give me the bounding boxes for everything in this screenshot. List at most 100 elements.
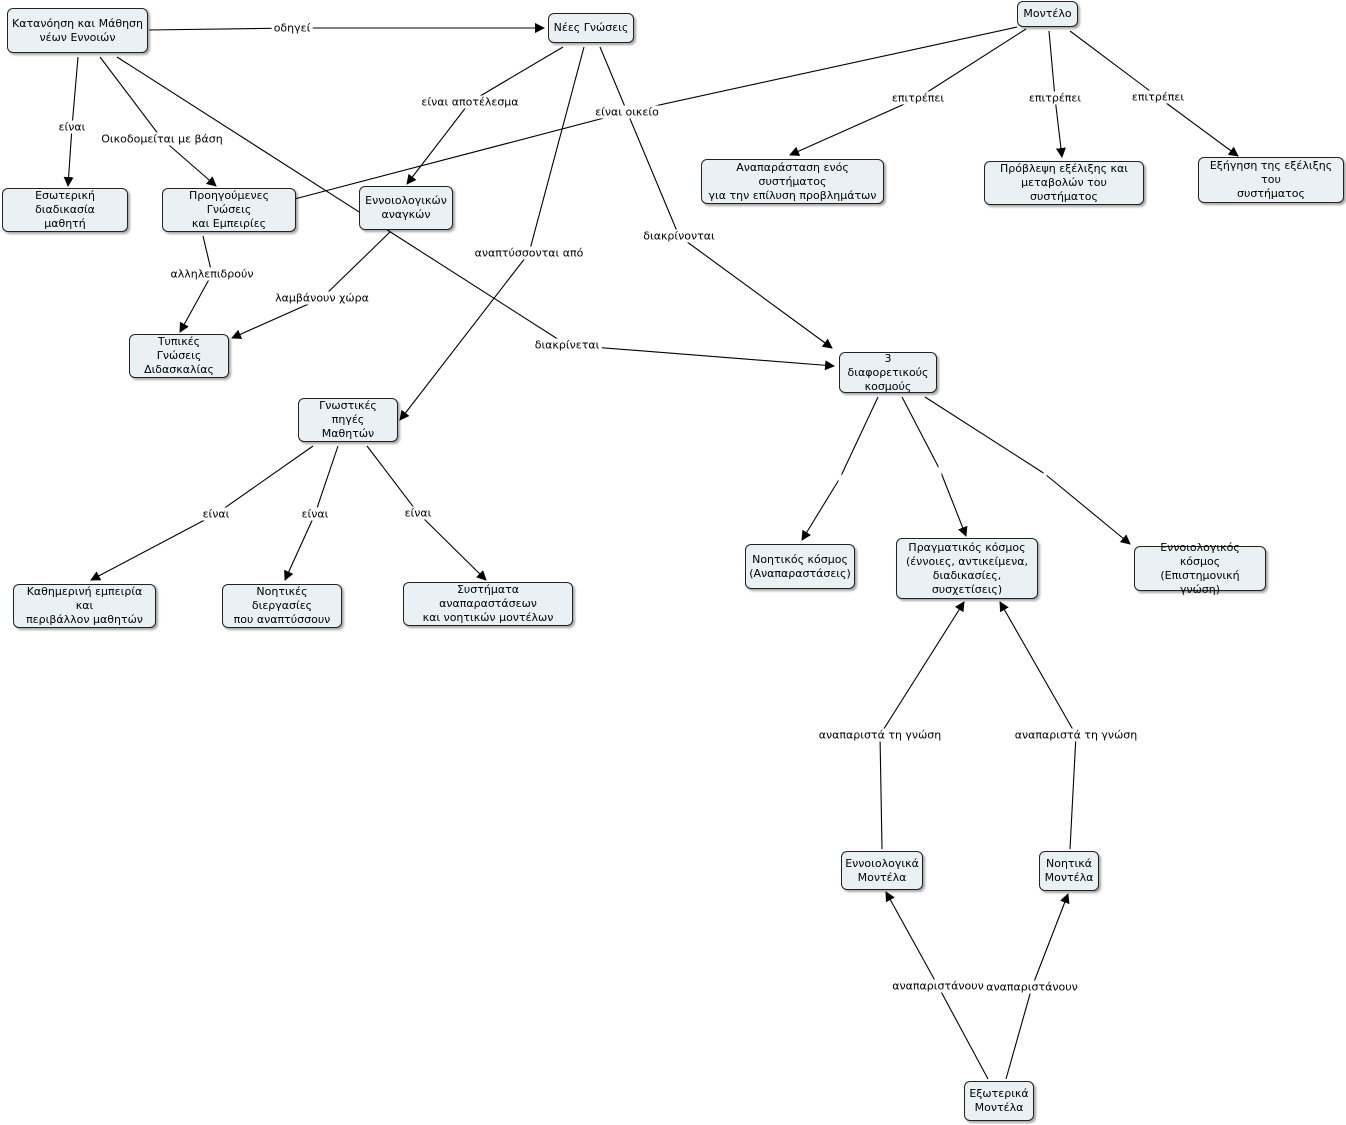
link-line-start: [924, 396, 1046, 475]
link-line-start: [99, 56, 163, 140]
link-label: είναι: [299, 507, 331, 521]
link-line-start: [71, 56, 79, 128]
link-label: [1043, 468, 1047, 480]
link-label: οδηγεί: [271, 21, 313, 35]
link-gnostikes-to-kathimerini: [90, 445, 314, 581]
link-katanoisi-to-esoteriki: [63, 56, 79, 187]
concept-noitikes-diergasies[interactable]: Νοητικές διεργασίες που αναπτύσσουν: [222, 584, 342, 628]
concept-katanoisi[interactable]: Κατανόηση και Μάθηση νέων Εννοιών: [7, 8, 148, 53]
link-gnostikes-to-systimata: [366, 445, 487, 581]
concept-ennoiologikon[interactable]: Εννοιολογικών αναγκών: [359, 186, 453, 230]
link-label: αναπαριστάνουν: [890, 979, 986, 993]
link-label: Οικοδομείται με βάση: [99, 132, 225, 146]
link-label: αναπαριστάνουν: [984, 980, 1080, 994]
link-label: αναπαριστά τη γνώση: [1012, 728, 1140, 742]
link-line-arrow: [939, 469, 968, 537]
link-tria-to-noitikos: [801, 396, 879, 541]
link-label: είναι: [402, 506, 434, 520]
concept-tria[interactable]: 3 διαφορετικούς κοσμούς: [839, 352, 937, 393]
link-label: διακρίνονται: [641, 229, 717, 243]
concept-montelo[interactable]: Μοντέλο: [1017, 1, 1078, 27]
link-line-arrow: [1031, 893, 1070, 988]
link-line-start: [1069, 30, 1159, 98]
link-line-arrow: [885, 891, 939, 987]
link-line-arrow: [999, 601, 1077, 736]
link-ennoiologika-montela-to-pragmatikos: [879, 601, 965, 850]
link-line-arrow: [90, 513, 217, 581]
link-label: διακρίνεται: [532, 338, 602, 352]
link-line-start: [917, 28, 1027, 99]
link-line-start: [148, 27, 293, 31]
link-line-start: [314, 445, 339, 515]
concept-pragmatikos[interactable]: Πραγματικός κόσμος (έννοιες, αντικείμενα…: [896, 538, 1038, 599]
link-nees-to-tria: [599, 46, 833, 349]
link-label: είναι αποτέλεσμα: [419, 95, 521, 109]
link-label: αναπαριστά τη γνώση: [816, 728, 944, 742]
concept-ennoiologikos-kosmos[interactable]: Εννοιολογικός κόσμος (Επιστημονική γνώση…: [1134, 541, 1266, 596]
link-line-start: [1069, 734, 1077, 850]
link-katanoisi-to-nees: [148, 23, 545, 33]
link-line-arrow: [284, 513, 316, 581]
concept-anaparastasi[interactable]: Αναπαράσταση ενός συστήματος για την επί…: [701, 159, 884, 204]
link-label: είναι: [56, 120, 88, 134]
link-line-arrow: [879, 601, 965, 736]
link-label: αλληλεπιδρούν: [168, 267, 256, 281]
link-line-arrow: [1054, 97, 1066, 158]
concept-gnostikes[interactable]: Γνωστικές πηγές Μαθητών: [298, 398, 398, 442]
concept-exoterika[interactable]: Εξωτερικά Μοντέλα: [964, 1081, 1034, 1121]
link-tria-to-pragmatikos: [901, 396, 968, 537]
link-gnostikes-to-noitikes-diergasies: [284, 445, 339, 581]
concept-esoteriki[interactable]: Εσωτερική διαδικασία μαθητή: [2, 188, 128, 232]
link-line-start: [1005, 986, 1033, 1080]
link-line-start: [937, 985, 989, 1080]
link-label: [938, 464, 942, 476]
link-montelo-to-proigoumenes: [282, 26, 1018, 205]
concept-typikes[interactable]: Τυπικές Γνώσεις Διδασκαλίας: [129, 334, 229, 378]
concept-exigisi[interactable]: Εξήγηση της εξέλιξης του συστήματος: [1198, 157, 1344, 203]
link-line-arrow: [678, 235, 833, 349]
link-line-arrow: [399, 252, 530, 421]
concept-ennoiologika-montela[interactable]: Εννοιολογικά Μοντέλα: [841, 851, 923, 890]
link-line-arrow: [406, 101, 471, 185]
link-line-start: [116, 56, 568, 346]
link-line-arrow: [161, 138, 217, 187]
concept-systimata[interactable]: Συστήματα αναπαραστάσεων και νοητικών μο…: [403, 582, 573, 626]
concept-noitika-montela[interactable]: Νοητικά Μοντέλα: [1039, 851, 1099, 891]
link-line-start: [321, 231, 391, 299]
concept-nees[interactable]: Νέες Γνώσεις: [548, 13, 634, 43]
link-line-start: [1048, 30, 1056, 99]
link-line-arrow: [566, 344, 835, 371]
link-label: επιτρέπει: [889, 91, 947, 105]
concept-noitikos[interactable]: Νοητικός κόσμος (Αναπαραστάσεις): [745, 544, 855, 589]
link-label: επιτρέπει: [1129, 90, 1187, 104]
link-montelo-to-exigisi: [1069, 30, 1239, 157]
link-line-arrow: [1044, 473, 1131, 545]
concept-kathimerini[interactable]: Καθημερινή εμπειρία και περιβάλλον μαθητ…: [13, 584, 156, 628]
link-nees-to-ennoiologikon: [406, 46, 564, 185]
link-line-arrow: [179, 273, 213, 333]
link-nees-to-gnostikes: [399, 46, 585, 421]
link-line-start: [528, 46, 585, 254]
link-line-start: [215, 445, 314, 515]
link-line-start: [469, 46, 564, 103]
link-line-arrow: [1157, 96, 1239, 157]
concept-proigoumenes[interactable]: Προηγούμενες Γνώσεις και Εμπειρίες: [162, 188, 296, 232]
concept-provlepsi[interactable]: Πρόβλεψη εξέλιξης και μεταβολών του συστ…: [984, 161, 1144, 205]
link-noitika-montela-to-pragmatikos: [999, 601, 1077, 850]
link-label: είναι: [200, 507, 232, 521]
link-line-start: [901, 396, 941, 471]
link-katanoisi-to-proigoumenes: [99, 56, 217, 187]
link-exoterika-to-ennoiologika-montela: [885, 891, 989, 1080]
link-line-start: [626, 26, 1018, 113]
link-label: αναπτύσσονται από: [472, 246, 586, 260]
link-proigoumenes-to-typikes: [179, 235, 213, 333]
link-montelo-to-provlepsi: [1048, 30, 1066, 158]
link-line-arrow: [63, 126, 74, 187]
link-label: επιτρέπει: [1026, 91, 1084, 105]
link-katanoisi-to-tria: [116, 56, 835, 371]
link-label: λαμβάνουν χώρα: [273, 291, 371, 305]
link-label: είναι οικείο: [593, 105, 661, 119]
link-tria-to-ennoiologikos-kosmos: [924, 396, 1131, 545]
link-line-arrow: [801, 477, 841, 541]
link-line-arrow: [417, 512, 487, 581]
